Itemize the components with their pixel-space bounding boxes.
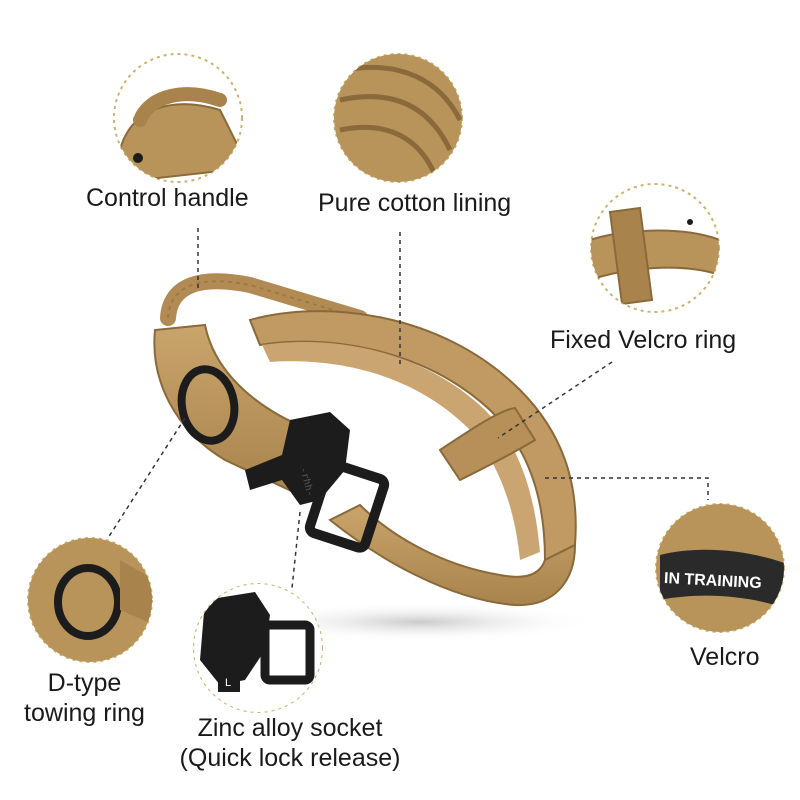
inset-d-ring	[28, 538, 152, 662]
leader-buckle	[291, 511, 301, 589]
inset-velcro-ring	[591, 206, 719, 306]
leader-velcro-ring	[497, 361, 613, 439]
inset-lining	[334, 54, 462, 182]
inset-buckle: L	[194, 584, 322, 712]
zinc-alloy-socket-label: Zinc alloy socket (Quick lock release)	[179, 714, 401, 772]
inset-velcro: IN TRAINING	[656, 504, 784, 632]
fixed-velcro-ring-label: Fixed Velcro ring	[550, 326, 737, 354]
leader-lines	[107, 228, 709, 589]
velcro-patch-text: IN TRAINING	[664, 570, 763, 592]
leader-velcro	[545, 477, 709, 500]
size-tag: L	[225, 677, 231, 689]
leader-d-ring	[107, 417, 186, 539]
d-type-towing-ring-label: D-type towing ring	[24, 669, 145, 727]
ground-shadow	[240, 602, 600, 642]
buckle-illustration: -rhh-	[245, 412, 390, 553]
collar-illustration: -rhh-	[153, 273, 577, 607]
control-handle-label: Control handle	[86, 184, 249, 212]
pure-cotton-lining-label: Pure cotton lining	[318, 189, 512, 217]
velcro-label: Velcro	[690, 643, 760, 671]
